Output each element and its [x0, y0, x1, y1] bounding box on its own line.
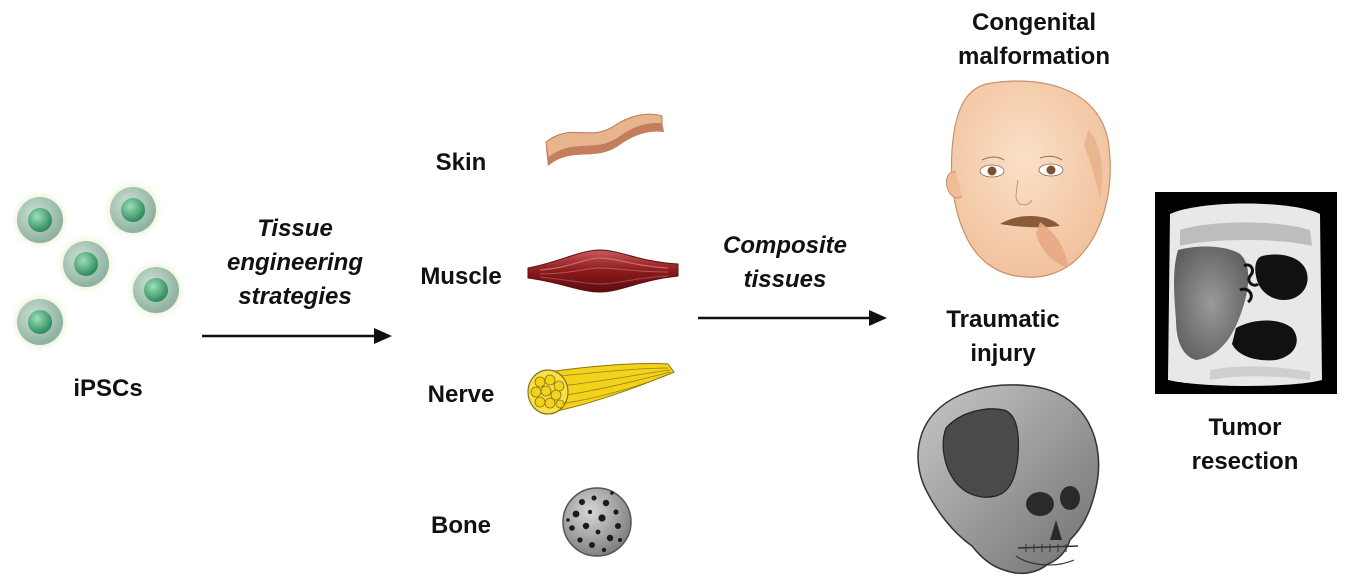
composite-label-line1: Composite — [690, 231, 880, 261]
tumor-label-line1: Tumor — [1170, 413, 1320, 443]
traumatic-label-line2: injury — [906, 339, 1100, 369]
stem-cell-icon — [8, 178, 188, 354]
tumor-label-line2: resection — [1170, 447, 1320, 477]
ct-scan-icon — [1155, 192, 1337, 394]
skin-tissue-icon — [546, 114, 664, 166]
strategy-label-line3: strategies — [198, 282, 392, 312]
arrow-right-icon — [698, 310, 887, 326]
arrow-right-icon — [202, 328, 392, 344]
composite-label-line2: tissues — [690, 265, 880, 295]
bone-label: Bone — [400, 511, 522, 541]
nerve-tissue-icon — [528, 363, 674, 414]
ipscs-label: iPSCs — [40, 374, 176, 404]
muscle-label: Muscle — [400, 262, 522, 292]
strategy-label-line2: engineering — [198, 248, 392, 278]
skin-label: Skin — [400, 148, 522, 178]
skull-icon — [918, 385, 1099, 574]
face-icon — [946, 81, 1110, 277]
nerve-label: Nerve — [400, 380, 522, 410]
congenital-label-line1: Congenital — [920, 8, 1148, 38]
strategy-label-line1: Tissue — [198, 214, 392, 244]
muscle-tissue-icon — [528, 250, 678, 292]
congenital-label-line2: malformation — [920, 42, 1148, 72]
traumatic-label-line1: Traumatic — [906, 305, 1100, 335]
bone-tissue-icon — [563, 488, 631, 556]
